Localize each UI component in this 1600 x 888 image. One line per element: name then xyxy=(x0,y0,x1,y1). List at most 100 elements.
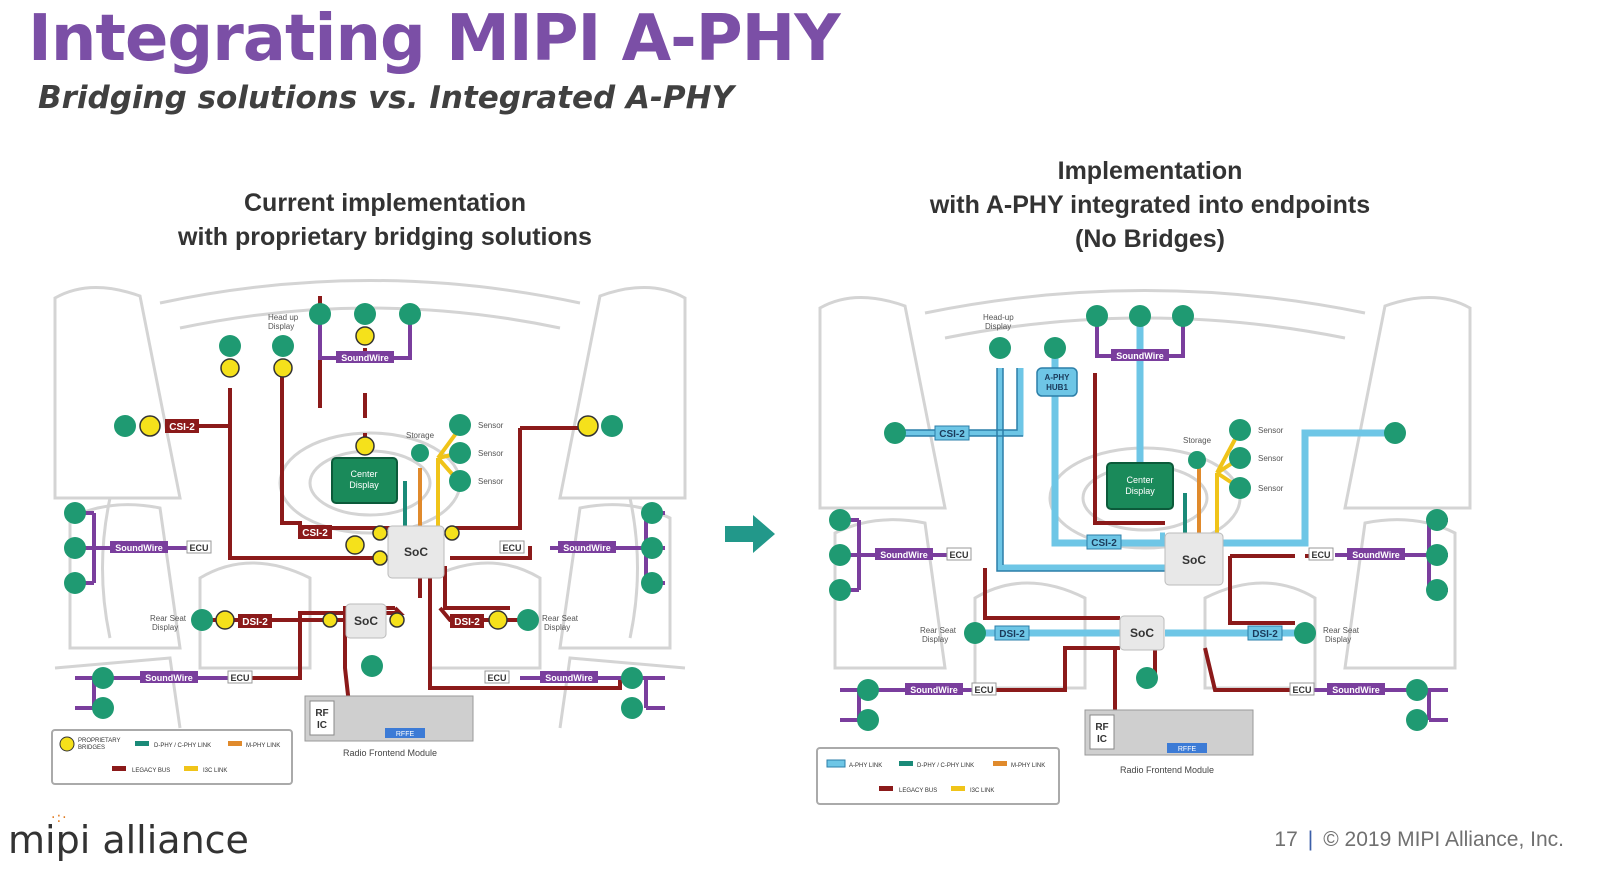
storage-label: Storage xyxy=(1183,436,1212,445)
ecu-bottom-left-label: ECU xyxy=(230,673,249,683)
hud-label1: Head up xyxy=(268,313,299,322)
left-caption-line2: with proprietary bridging solutions xyxy=(178,223,592,251)
ecu-bottom-right-label: ECU xyxy=(1292,685,1311,695)
aphy-hub: A-PHY HUB1 xyxy=(1036,367,1078,397)
link-labels: CSI-2 CSI-2 DSI-2 DSI-2 SoundWire SoundW… xyxy=(110,313,616,684)
rear-left-label1: Rear Seat xyxy=(150,614,187,623)
logo-text: mipi alliance xyxy=(8,818,249,862)
copyright: © 2019 MIPI Alliance, Inc. xyxy=(1323,828,1564,851)
soundwire-right-label: SoundWire xyxy=(563,543,610,553)
soundwire-top-label: SoundWire xyxy=(341,353,388,363)
soc-secondary-label: SoC xyxy=(354,614,378,628)
dsi2-label: DSI-2 xyxy=(242,617,268,628)
center-display-label2: Display xyxy=(349,480,379,490)
ecu-bottom-right-label: ECU xyxy=(487,673,506,683)
ecu-left-label: ECU xyxy=(189,543,208,553)
soundwire-bottom-left-label: SoundWire xyxy=(145,673,192,683)
soundwire-bottom-right-label: SoundWire xyxy=(1332,685,1379,695)
right-legend: A-PHY LINK D-PHY / C-PHY LINK M-PHY LINK… xyxy=(816,747,1060,805)
rf-module: RF IC RFFE Radio Frontend Module xyxy=(1084,709,1254,775)
dsi2-label: DSI-2 xyxy=(999,629,1025,640)
radio-module-label: Radio Frontend Module xyxy=(343,748,437,758)
csi2-label: CSI-2 xyxy=(939,429,965,440)
soc-secondary-label: SoC xyxy=(1130,626,1154,640)
ecu-right-label: ECU xyxy=(502,543,521,553)
rf-label: RF xyxy=(315,708,328,719)
ic-label: IC xyxy=(1097,734,1107,745)
right-caption-line3: (No Bridges) xyxy=(1075,225,1225,253)
sensor-label-3: Sensor xyxy=(478,477,504,486)
rear-right-label1: Rear Seat xyxy=(542,614,579,623)
soundwire-links xyxy=(840,316,1448,722)
integrated-aphy-diagram: A-PHY HUB1 Center Display SoC SoC CSI-2 … xyxy=(816,289,1472,805)
i3c-links xyxy=(1215,429,1242,536)
current-implementation-diagram: Center Display SoC SoC CSI-2 CSI-2 DSI-2… xyxy=(51,279,687,785)
center-display: Center Display xyxy=(331,457,398,504)
hub-label2: HUB1 xyxy=(1046,383,1068,392)
legend-aphy: A-PHY LINK xyxy=(849,763,882,769)
sensor-label-1: Sensor xyxy=(1258,426,1284,435)
rf-module: RF IC RFFE Radio Frontend Module xyxy=(304,695,474,758)
ic-label: IC xyxy=(317,720,327,731)
soundwire-bottom-left-label: SoundWire xyxy=(910,685,957,695)
footer-separator: | xyxy=(1307,828,1314,851)
hub-label1: A-PHY xyxy=(1045,373,1071,382)
sensor-nodes xyxy=(64,303,663,719)
center-display-label1: Center xyxy=(1126,475,1153,485)
link-labels: CSI-2 CSI-2 DSI-2 DSI-2 SoundWire SoundW… xyxy=(875,313,1405,696)
soundwire-left-label: SoundWire xyxy=(880,550,927,560)
rffe-label: RFFE xyxy=(396,731,415,738)
ecu-right-label: ECU xyxy=(1311,550,1330,560)
legend-bridges-2: BRIDGES xyxy=(78,745,105,751)
csi2-label-2: CSI-2 xyxy=(302,528,328,539)
legend-dphy: D-PHY / C-PHY LINK xyxy=(917,763,974,769)
legend-mphy: M-PHY LINK xyxy=(246,743,280,749)
hud-label2: Display xyxy=(985,322,1011,331)
soundwire-left-label: SoundWire xyxy=(115,543,162,553)
soc-main-label: SoC xyxy=(404,545,428,559)
radio-module-label: Radio Frontend Module xyxy=(1120,765,1214,775)
soc-main: SoC xyxy=(1164,532,1224,586)
soundwire-right-label: SoundWire xyxy=(1352,550,1399,560)
soc-main-label: SoC xyxy=(1182,553,1206,567)
hud-label2: Display xyxy=(268,322,294,331)
proprietary-bridges xyxy=(139,326,599,630)
soundwire-bottom-right-label: SoundWire xyxy=(545,673,592,683)
rear-right-label2: Display xyxy=(544,623,570,632)
right-caption-line2: with A-PHY integrated into endpoints xyxy=(929,191,1371,219)
footer: 17 | © 2019 MIPI Alliance, Inc. xyxy=(1274,828,1564,852)
sensor-label-2: Sensor xyxy=(1258,454,1284,463)
sensor-nodes xyxy=(829,305,1448,731)
legend-i3c: I3C LINK xyxy=(970,788,994,794)
dsi2-label-2: DSI-2 xyxy=(1252,629,1278,640)
legend-legacy: LEGACY BUS xyxy=(899,788,937,794)
rear-left-label2: Display xyxy=(152,623,178,632)
storage-label: Storage xyxy=(406,431,435,440)
sensor-label-3: Sensor xyxy=(1258,484,1284,493)
csi2-label-2: CSI-2 xyxy=(1091,538,1117,549)
center-display-label1: Center xyxy=(350,469,377,479)
hud-label1: Head-up xyxy=(983,313,1014,322)
soc-main: SoC xyxy=(387,525,445,579)
csi2-label: CSI-2 xyxy=(169,422,195,433)
sensor-label-1: Sensor xyxy=(478,421,504,430)
rear-right-label2: Display xyxy=(1325,635,1351,644)
ecu-bottom-left-label: ECU xyxy=(974,685,993,695)
page-number: 17 xyxy=(1274,828,1298,851)
legacy-bus-links xyxy=(955,373,1325,728)
rear-left-label1: Rear Seat xyxy=(920,626,957,635)
legend-bridges-1: PROPRIETARY xyxy=(78,738,120,744)
sensor-label-2: Sensor xyxy=(478,449,504,458)
center-display-label2: Display xyxy=(1125,486,1155,496)
rffe-label: RFFE xyxy=(1178,746,1197,753)
dsi2-label-2: DSI-2 xyxy=(454,617,480,628)
i3c-links xyxy=(436,426,462,526)
left-caption: Current implementation with proprietary … xyxy=(70,186,700,254)
transition-arrow-icon xyxy=(725,515,775,553)
page-subtitle: Bridging solutions vs. Integrated A-PHY xyxy=(38,80,734,116)
rear-right-label1: Rear Seat xyxy=(1323,626,1360,635)
ecu-left-label: ECU xyxy=(949,550,968,560)
left-legend: PROPRIETARY BRIDGES D-PHY / C-PHY LINK M… xyxy=(51,729,293,785)
legend-mphy: M-PHY LINK xyxy=(1011,763,1045,769)
rf-label: RF xyxy=(1095,722,1108,733)
